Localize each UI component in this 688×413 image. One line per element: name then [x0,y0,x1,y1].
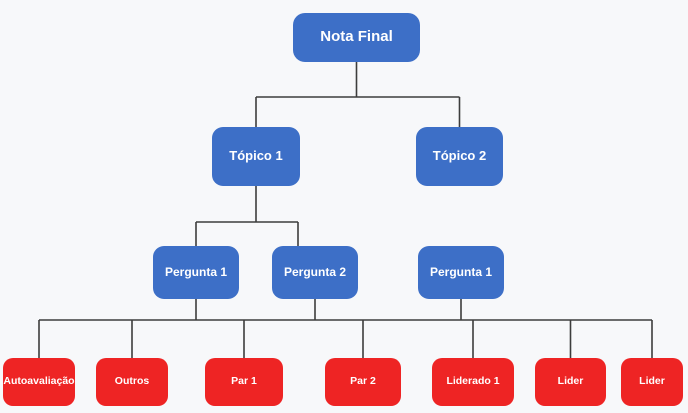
node-label: Outros [114,375,150,388]
node-label: Tópico 1 [229,148,283,164]
node-outros: Outros [96,358,168,406]
node-liderado-1: Liderado 1 [432,358,514,406]
node-topico-1: Tópico 1 [212,127,300,186]
node-label: Lider [557,375,584,388]
node-pergunta-1b: Pergunta 1 [418,246,504,299]
node-label: Nota Final [320,28,393,46]
rail-to-leaves [38,320,653,358]
node-topico-2: Tópico 2 [416,127,503,186]
node-lider-1: Lider [535,358,606,406]
edge-perguntas-to-rail [195,299,462,320]
node-label: Pergunta 1 [429,264,492,279]
edge-topico1-to-perguntas [195,186,299,246]
node-label: Par 1 [231,375,257,388]
node-label: Pergunta 1 [164,264,227,279]
node-label: Tópico 2 [432,148,487,164]
node-pergunta-1a: Pergunta 1 [153,246,239,299]
node-label: Autoavaliação [3,375,75,388]
node-label: Lider [639,375,665,388]
node-label: Pergunta 2 [283,264,346,279]
node-lider-2: Lider [621,358,683,406]
node-autoavaliacao: Autoavaliação [3,358,75,406]
node-label: Liderado 1 [446,375,500,388]
node-pergunta-2: Pergunta 2 [272,246,358,299]
node-par-2: Par 2 [325,358,401,406]
node-nota-final: Nota Final [293,13,420,62]
node-par-1: Par 1 [205,358,283,406]
edge-nota-to-topicos [255,62,461,127]
node-label: Par 2 [350,375,376,388]
